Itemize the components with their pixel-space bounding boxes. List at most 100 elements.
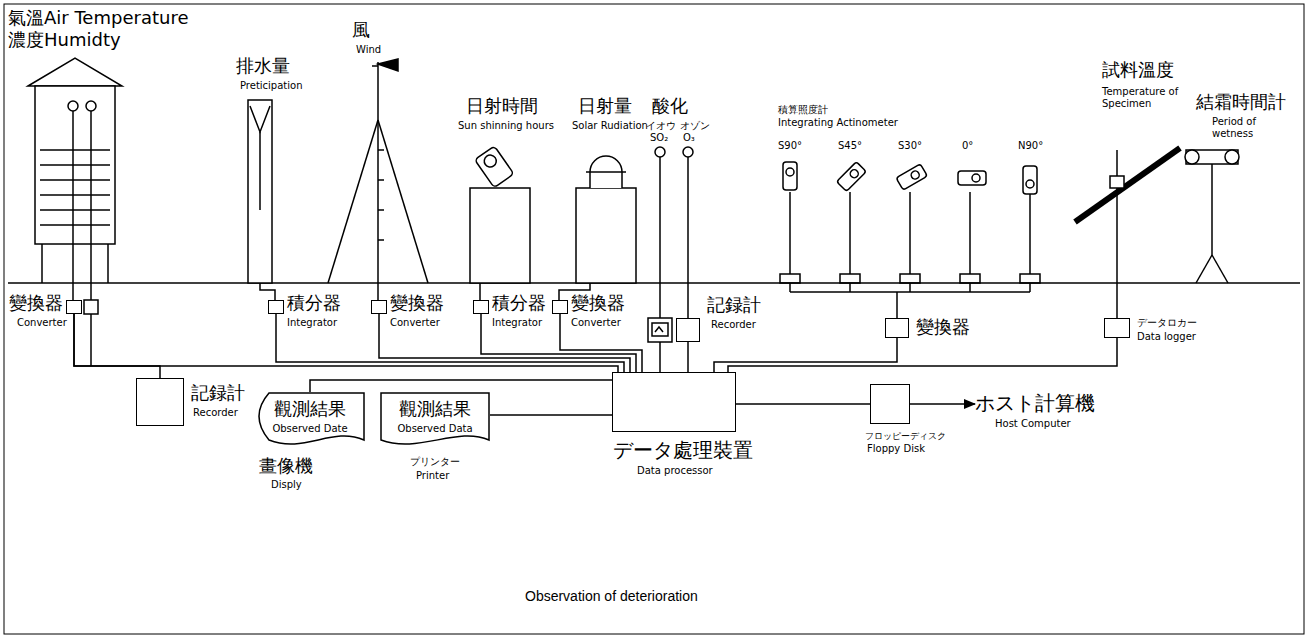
node-label: 變換器 (916, 317, 970, 338)
integrating-actinometer (783, 162, 797, 190)
instrument-label: Period of wetness (1212, 116, 1264, 139)
data-processor-box: データ處理裝置Data processor (612, 372, 736, 432)
node-label: Integrator (492, 317, 542, 329)
instrument-label: Sun shinning hours (458, 120, 554, 132)
instrument-shelter (28, 58, 122, 86)
instrument-label: 濃度Humidty (8, 30, 121, 51)
integrating-actinometer (849, 192, 851, 274)
integrating-actinometer (909, 283, 911, 292)
integrating-actinometer (969, 283, 971, 292)
node-label: Converter (17, 317, 67, 329)
integrating-actinometer (896, 164, 927, 190)
instrument-shelter (35, 86, 115, 244)
specimen-rack (1110, 176, 1124, 188)
pyranometer (586, 171, 626, 173)
sunshine-recorder (475, 146, 514, 188)
instrument-label: O₃ (683, 132, 695, 144)
integrating-actinometer (840, 274, 860, 283)
signal-line (74, 314, 160, 378)
integrating-actinometer (789, 283, 791, 292)
node-label: Data logger (1137, 331, 1196, 343)
node-label: Recorder (193, 407, 238, 419)
recorder-box: 記録計Recorder (676, 318, 700, 342)
rain-gauge (250, 106, 270, 132)
integrating-actinometer (900, 274, 920, 283)
integrator-box: 積分器Integrator (473, 300, 489, 314)
display-shape-outline (259, 393, 364, 444)
node-label: プリンター (410, 456, 460, 468)
instrument-shelter (40, 149, 110, 151)
integrating-actinometer (910, 170, 921, 181)
node-label: Host Computer (995, 418, 1071, 430)
instrument-label: 日射時間 (466, 96, 538, 117)
wetness-meter (1185, 150, 1239, 283)
instrument-label: 0° (962, 140, 973, 152)
recorder-box (652, 323, 668, 336)
node-label: Recorder (711, 319, 756, 331)
wind-mast (378, 209, 384, 211)
node-label: Disply (271, 479, 302, 491)
converter-box: 變換器 (885, 318, 909, 338)
shelter-sensor (68, 101, 78, 111)
integrating-actinometer (849, 168, 860, 179)
converter-box (90, 314, 92, 366)
instrument-label: N90° (1018, 140, 1043, 152)
shelter-sensor (68, 101, 96, 300)
node-label: 變換器 (390, 293, 444, 314)
integrating-actinometer (909, 192, 911, 274)
wetness-meter (1196, 255, 1212, 283)
integrating-actinometer (780, 162, 1040, 318)
converter-box (84, 300, 98, 314)
integrating-actinometer (1029, 283, 1031, 292)
node-label: Printer (416, 470, 449, 482)
instrument-label: Wind (356, 44, 381, 56)
integrating-actinometer (1026, 180, 1034, 188)
signal-line (74, 314, 618, 372)
integrator-box: 積分器Integrator (268, 300, 284, 314)
printer-shape-outline (381, 393, 489, 444)
sunshine-recorder (470, 146, 530, 300)
converter-box: 變換器Converter (552, 300, 568, 314)
instrument-label: Preticipation (240, 80, 303, 92)
pyranometer (559, 156, 636, 300)
instrument-shelter (107, 244, 109, 283)
frame (4, 4, 1304, 634)
recorder-box (655, 327, 663, 332)
signal-line (910, 403, 975, 405)
specimen-rack (1075, 148, 1180, 222)
recorder-box (648, 318, 672, 342)
instrument-label: Solar Rudiation (572, 120, 648, 132)
wind-mast (378, 239, 384, 241)
node-label: 記録計 (707, 295, 761, 316)
sunshine-recorder (470, 188, 530, 283)
integrating-actinometer (786, 168, 794, 176)
node-label: Converter (571, 317, 621, 329)
instrument-label: 氣溫Air Temperature (8, 8, 188, 29)
shelter-sensor (90, 111, 92, 300)
signal-line (714, 338, 897, 372)
signal-line (481, 314, 636, 372)
converter-box: 變換器Converter (66, 300, 82, 314)
gas-sensor (683, 147, 693, 157)
node-label: 積分器 (287, 293, 341, 314)
node-label: ホスト計算機 (975, 392, 1095, 415)
node-label: Integrator (287, 317, 337, 329)
instrument-label: Integrating Actinometer (778, 117, 898, 129)
sunshine-recorder (482, 153, 499, 170)
signal-line (379, 314, 630, 372)
node-label: 積分器 (492, 293, 546, 314)
node-label: 變換器 (9, 293, 63, 314)
data-logger-box: データロカーData logger (1104, 318, 1130, 338)
integrating-actinometer (780, 274, 800, 283)
rain-gauge (248, 100, 275, 300)
signal-line (736, 403, 870, 405)
node-label: 觀測結果 (274, 399, 346, 420)
instrument-label: 積算照度計 (778, 104, 828, 116)
wetness-meter (1225, 150, 1239, 164)
integrating-actinometer (837, 162, 867, 192)
rain-gauge (260, 283, 275, 300)
instrument-label: 排水量 (236, 56, 290, 77)
signal-line (560, 314, 642, 372)
node-label: Observed Date (272, 423, 347, 435)
integrating-actinometer (958, 171, 986, 185)
